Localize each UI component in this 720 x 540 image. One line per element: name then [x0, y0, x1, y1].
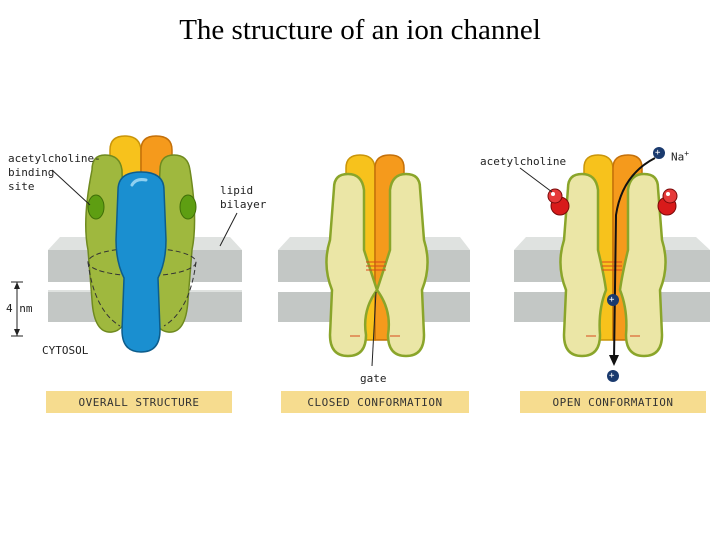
scale-label: 4 nm [6, 302, 33, 315]
closed-conformation-panel [278, 154, 470, 367]
binding-site-label-line1: acetylcholine- [8, 152, 101, 165]
overall-structure-panel [11, 135, 242, 353]
ion-charge-bottom: + [609, 371, 615, 381]
sodium-symbol: Na [671, 150, 685, 164]
scale-bar [11, 281, 23, 337]
sodium-ion-bottom-icon [607, 370, 619, 382]
binding-site-label-line2: binding [8, 166, 55, 179]
sodium-ion-mid-icon [607, 294, 619, 306]
caption-closed-conformation: CLOSED CONFORMATION [281, 391, 469, 413]
subunit-blue-front [115, 171, 167, 353]
subunit-pale-left [559, 172, 608, 358]
page-title: The structure of an ion channel [179, 14, 541, 46]
binding-site-label-line3: site [8, 180, 35, 193]
lipid-bilayer-label-line2: bilayer [220, 198, 267, 211]
binding-site-right-icon [179, 194, 197, 220]
sodium-charge: + [684, 149, 690, 158]
ion-charge-mid: + [609, 295, 615, 305]
cytosol-label: CYTOSOL [42, 344, 89, 357]
open-conformation-panel [514, 147, 710, 382]
binding-site-left-icon [87, 194, 105, 220]
acetylcholine-label: acetylcholine [480, 155, 567, 168]
subunit-pale-left [325, 172, 379, 358]
sodium-ion-icon [653, 147, 665, 159]
lipid-bilayer-label-line1: lipid [220, 184, 254, 197]
sodium-label: Na+ [671, 147, 689, 164]
ion-charge-top: + [655, 148, 661, 158]
subunit-pale-right [618, 172, 667, 358]
caption-overall-structure: OVERALL STRUCTURE [46, 391, 232, 413]
caption-open-conformation: OPEN CONFORMATION [520, 391, 706, 413]
acetylcholine-right-icon [657, 188, 678, 216]
ion-flow-arrow [613, 157, 656, 361]
acetylcholine-left-icon [547, 188, 570, 216]
subunit-pale-right [375, 172, 429, 358]
gate-label: gate [360, 372, 387, 385]
